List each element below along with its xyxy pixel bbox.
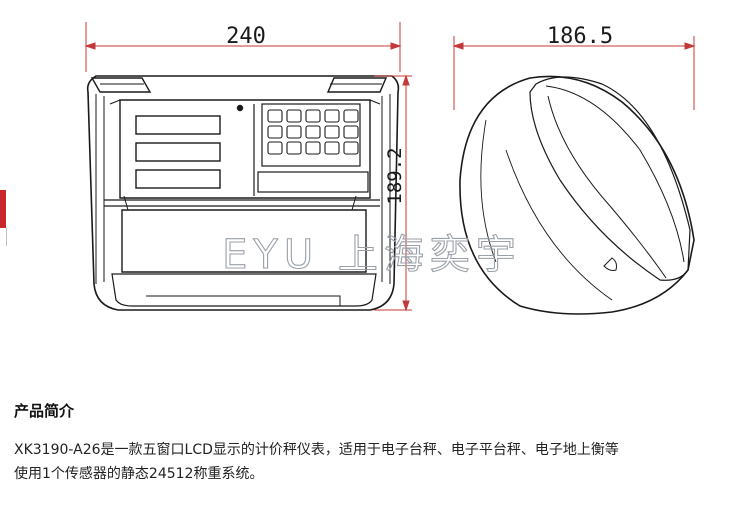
dim-depth-annotation — [452, 36, 696, 110]
intro-description: XK3190-A26是一款五窗口LCD显示的计价秤仪表，适用于电子台秤、电子平台… — [14, 438, 748, 486]
dim-height-label: 189.2 — [384, 147, 406, 204]
intro-line-2: 使用1个传感器的静态24512称重系统。 — [14, 466, 264, 482]
dim-height-annotation — [374, 74, 412, 312]
watermark-text: EYU 上海奕宇 — [222, 232, 522, 278]
left-divider — [6, 228, 7, 246]
intro-title: 产品简介 — [14, 402, 75, 420]
dim-depth-label: 186.5 — [547, 24, 613, 49]
keypad — [267, 109, 359, 155]
side-view — [459, 75, 695, 315]
intro-line-1: XK3190-A26是一款五窗口LCD显示的计价秤仪表，适用于电子台秤、电子平台… — [14, 442, 619, 458]
dim-width-label: 240 — [226, 24, 266, 49]
front-view — [86, 75, 400, 311]
dim-width-annotation — [84, 22, 402, 72]
product-dimension-drawing: 240 — [84, 22, 696, 315]
left-accent-bar — [0, 190, 6, 228]
